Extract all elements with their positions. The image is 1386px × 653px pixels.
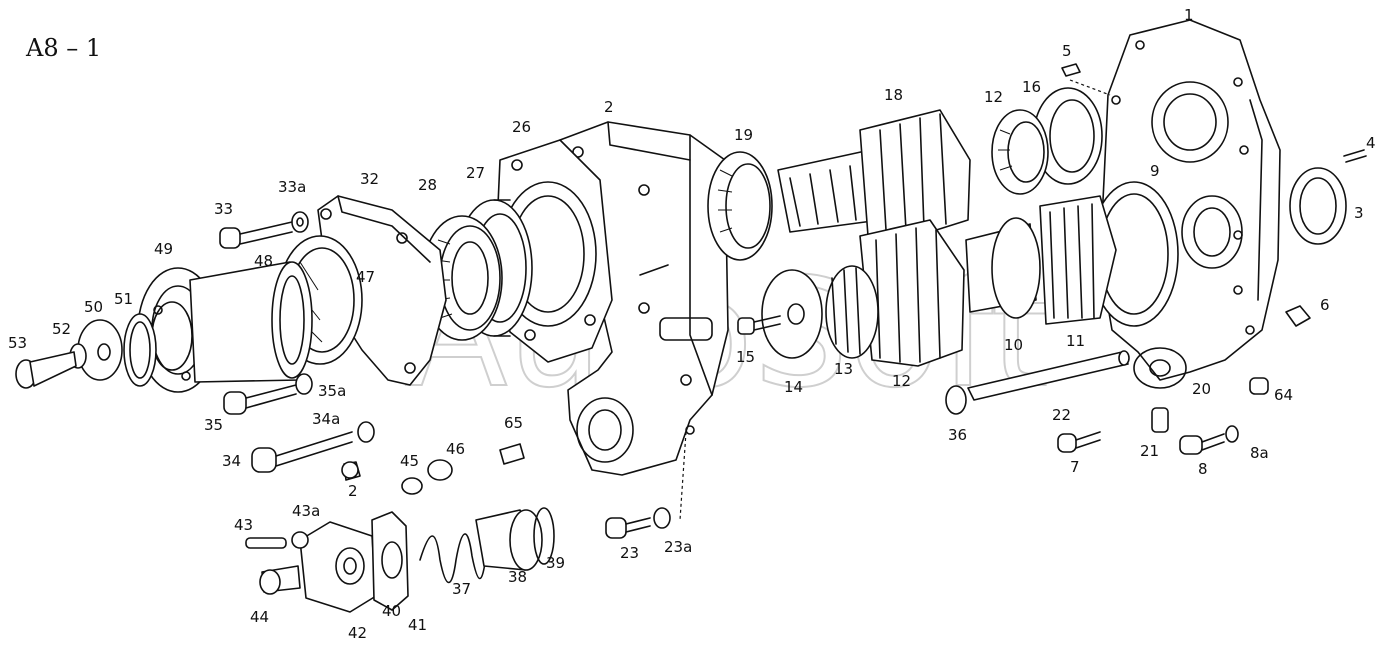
parts-40-44-cylinder-cover (245, 511, 409, 613)
label-27: 27 (466, 164, 485, 182)
label-36: 36 (948, 426, 967, 444)
label-11: 11 (1066, 332, 1085, 350)
label-43: 43 (234, 516, 253, 534)
part-22-shaft (967, 350, 1130, 401)
label-35: 35 (204, 416, 223, 434)
part-12-bearing (991, 109, 1049, 195)
label-41: 41 (408, 616, 427, 634)
label-42: 42 (348, 624, 367, 642)
label-49: 49 (154, 240, 173, 258)
label-7: 7 (1070, 458, 1080, 476)
label-64: 64 (1274, 386, 1293, 404)
part-19-bearing (707, 151, 773, 261)
label-23a: 23a (664, 538, 692, 556)
label-22: 22 (1052, 406, 1071, 424)
label-19: 19 (734, 126, 753, 144)
label-46: 46 (446, 440, 465, 458)
label-40: 40 (382, 602, 401, 620)
label-2: 2 (604, 98, 614, 116)
label-8: 8 (1198, 460, 1208, 478)
label-13: 13 (834, 360, 853, 378)
label-28: 28 (418, 176, 437, 194)
parts-12-15-main-gears (737, 219, 965, 367)
label-44: 44 (250, 608, 269, 626)
label-43a: 43a (292, 502, 320, 520)
label-21: 21 (1140, 442, 1159, 460)
label-12b: 12 (892, 372, 911, 390)
label-15: 15 (736, 348, 755, 366)
label-52: 52 (52, 320, 71, 338)
label-1: 1 (1184, 6, 1194, 24)
label-50: 50 (84, 298, 103, 316)
label-9: 9 (1150, 162, 1160, 180)
parts-9-11-gear-cluster (965, 181, 1179, 327)
label-5: 5 (1062, 42, 1072, 60)
part-4-screw (1343, 149, 1367, 163)
label-37: 37 (452, 580, 471, 598)
label-16: 16 (1022, 78, 1041, 96)
label-8a: 8a (1250, 444, 1269, 462)
label-33: 33 (214, 200, 233, 218)
label-38: 38 (508, 568, 527, 586)
label-4: 4 (1366, 134, 1376, 152)
label-3: 3 (1354, 204, 1364, 222)
label-34a: 34a (312, 410, 340, 428)
label-12: 12 (984, 88, 1003, 106)
parts-37-39-spring-piston (419, 507, 555, 584)
label-53: 53 (8, 334, 27, 352)
label-32: 32 (360, 170, 379, 188)
part-32-cover (317, 195, 447, 386)
label-10: 10 (1004, 336, 1023, 354)
label-26: 26 (512, 118, 531, 136)
bolts-33-34-35 (219, 211, 375, 481)
label-65: 65 (504, 414, 523, 432)
small-parts-45-46-65 (341, 443, 525, 495)
part-labels: 1 2 2 3 4 5 6 7 8 8a 9 10 11 12 12 13 14… (8, 6, 1376, 642)
label-39: 39 (546, 554, 565, 572)
part-23-bolt (605, 431, 687, 539)
label-18: 18 (884, 86, 903, 104)
label-20: 20 (1192, 380, 1211, 398)
screws-6-7-8-21-64 (1057, 63, 1311, 455)
diagram-title: A8 – 1 (25, 34, 101, 62)
label-6: 6 (1320, 296, 1330, 314)
label-48: 48 (254, 252, 273, 270)
label-33a: 33a (278, 178, 306, 196)
label-45: 45 (400, 452, 419, 470)
label-51: 51 (114, 290, 133, 308)
part-18-input-shaft-gear (777, 109, 971, 237)
part-36-o-ring (945, 385, 967, 415)
part-49-drive-flange (137, 261, 313, 393)
part-3-seal (1289, 167, 1347, 245)
label-35a: 35a (318, 382, 346, 400)
part-50-51-washer-nut (15, 313, 157, 389)
label-14: 14 (784, 378, 803, 396)
label-34: 34 (222, 452, 241, 470)
label-2b: 2 (348, 482, 358, 500)
label-23: 23 (620, 544, 639, 562)
label-47: 47 (356, 268, 375, 286)
